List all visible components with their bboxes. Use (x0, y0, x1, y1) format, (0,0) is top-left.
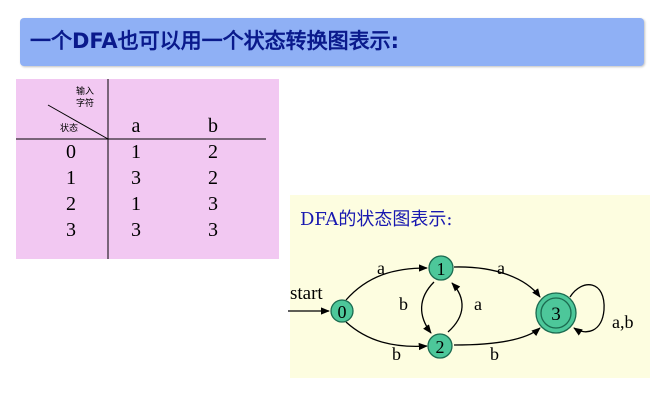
row-cell-a: 3 (131, 219, 141, 241)
row-state: 1 (66, 167, 76, 189)
title-banner: 一个DFA也可以用一个状态转换图表示: (20, 18, 644, 66)
corner-input-label-2: 字符 (76, 99, 95, 109)
row-state: 0 (66, 141, 76, 163)
table-lines (16, 79, 266, 259)
banner-title: 一个DFA也可以用一个状态转换图表示: (30, 29, 400, 53)
table-corner-diagonal (47, 104, 109, 140)
row-cell-a: 1 (131, 141, 141, 163)
row-cell-a: 1 (131, 193, 141, 215)
corner-state-label: 状态 (60, 124, 79, 134)
state-diagram-panel: DFA的状态图表示: (290, 195, 650, 378)
diagram-title: DFA的状态图表示: (300, 209, 453, 230)
col-header-b: b (208, 115, 218, 137)
row-cell-b: 3 (208, 219, 218, 241)
corner-input-label-1: 输入 (76, 87, 95, 97)
col-header-a: a (131, 115, 141, 137)
transition-table: 输入 字符 状态 a b 0 1 2 1 3 2 2 1 3 3 3 3 (16, 79, 279, 259)
row-state: 3 (66, 219, 76, 241)
row-state: 2 (66, 193, 76, 215)
row-cell-b: 2 (208, 167, 218, 189)
row-cell-b: 3 (208, 193, 218, 215)
row-cell-b: 2 (208, 141, 218, 163)
row-cell-a: 3 (131, 167, 141, 189)
